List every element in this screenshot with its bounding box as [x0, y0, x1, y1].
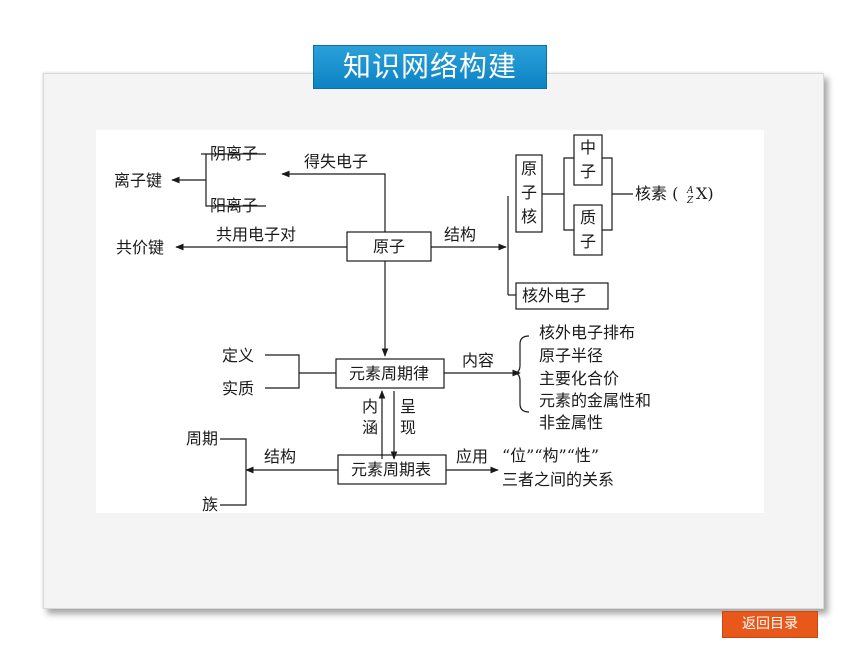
- back-to-contents-button[interactable]: 返回目录: [722, 611, 818, 638]
- page-title: 知识网络构建: [313, 45, 547, 89]
- connotation-char-1: 内: [362, 397, 378, 416]
- table-structure-label: 结构: [264, 447, 296, 466]
- essence-label: 实质: [222, 379, 254, 398]
- ion-bond-label: 离子键: [114, 171, 162, 190]
- group-label: 族: [202, 495, 218, 513]
- connotation-char-2: 涵: [362, 418, 378, 437]
- proton-char-1: 质: [580, 208, 596, 227]
- neutron-box: [573, 134, 603, 186]
- nucleus-char-3: 核: [521, 207, 537, 226]
- content-item-5: 非金属性: [539, 413, 603, 432]
- extranuclear-box: [515, 282, 609, 310]
- content-brace: [513, 335, 530, 413]
- definition-label: 定义: [222, 346, 254, 365]
- definition-bracket: [265, 354, 300, 389]
- atom-to-ions-line: [281, 170, 386, 232]
- cation-label: 阳离子: [210, 196, 258, 215]
- atom-label: 原子: [373, 237, 405, 256]
- proton-char-2: 子: [580, 232, 596, 251]
- periodic-table-label: 元素周期表: [351, 460, 431, 479]
- nuclide-atomic-number: Z: [686, 196, 694, 206]
- content-item-1: 核外电子排布: [539, 323, 635, 342]
- content-item-2: 原子半径: [539, 346, 603, 365]
- anion-label: 阴离子: [210, 144, 258, 163]
- nucleus-char-2: 子: [521, 183, 537, 202]
- content-item-4: 元素的金属性和: [539, 391, 651, 410]
- nuclide-bracket: [602, 157, 613, 231]
- periodic-law-label: 元素周期律: [349, 364, 429, 383]
- nuclide-symbol: X): [696, 184, 714, 203]
- content-label: 内容: [462, 351, 494, 370]
- extranuclear-label: 核外电子: [522, 286, 586, 305]
- structure-label: 结构: [444, 225, 476, 244]
- nucleus-char-1: 原: [521, 159, 537, 178]
- knowledge-diagram: 离子键 阴离子 阳离子 得失电子 共价键 共用电子对 原子 结构 原 子 核 中…: [96, 130, 764, 514]
- present-char-1: 呈: [400, 397, 416, 416]
- content-item-3: 主要化合价: [539, 369, 619, 388]
- nucleon-bracket: [563, 157, 574, 231]
- relation-label-2: 三者之间的关系: [502, 470, 614, 489]
- relation-label-1: “位”“构”“性”: [502, 446, 599, 465]
- covalent-bond-label: 共价键: [116, 238, 164, 257]
- nuclide-label: 核素 (: [635, 184, 678, 203]
- gain-lose-electrons-label: 得失电子: [304, 152, 368, 171]
- shared-pair-label: 共用电子对: [216, 225, 296, 244]
- period-label: 周期: [186, 429, 218, 448]
- period-group-bracket: [220, 438, 247, 506]
- application-label: 应用: [456, 447, 488, 466]
- present-char-2: 现: [400, 418, 416, 437]
- nuclide-mass-number: A: [686, 186, 694, 196]
- neutron-char-2: 子: [580, 162, 596, 181]
- neutron-char-1: 中: [580, 138, 596, 157]
